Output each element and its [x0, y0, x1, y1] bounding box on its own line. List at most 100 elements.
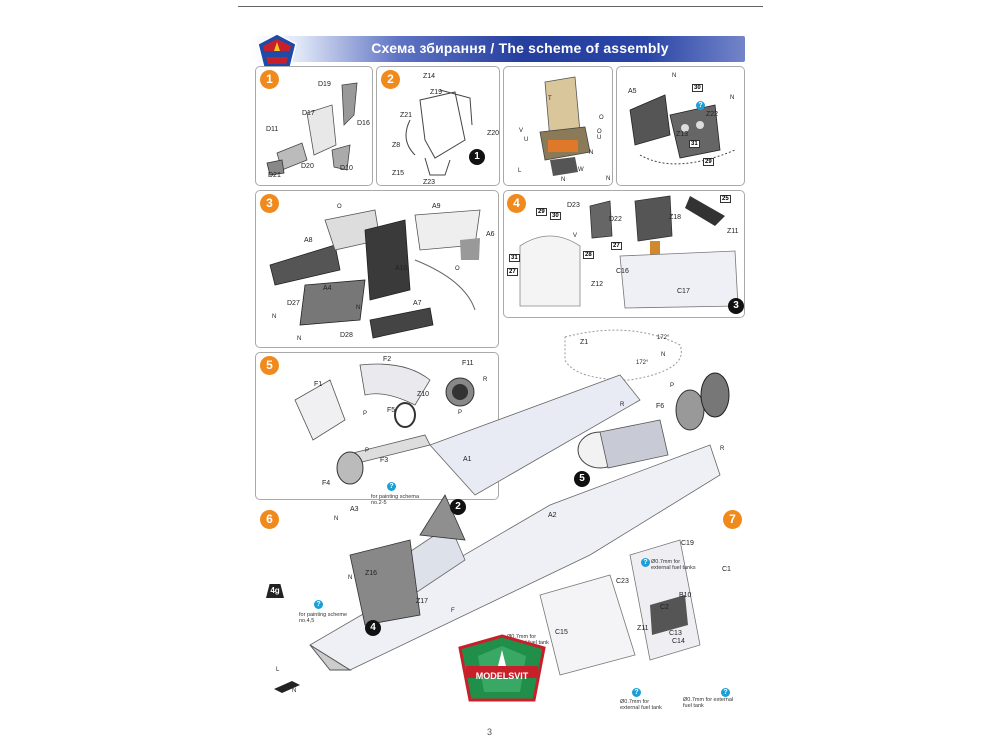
ejection-seat-color-drawing	[539, 76, 591, 176]
part-label-Z19: Z19	[430, 89, 443, 96]
part-label-W: W	[578, 167, 584, 173]
part-label-D20: D20	[301, 163, 314, 170]
part-label-A7: A7	[413, 300, 422, 307]
part-label-P: P	[363, 411, 368, 417]
step-1-seat-drawing	[266, 82, 358, 176]
step-4-ref-badge: 3	[728, 298, 744, 314]
part-label-N2: N	[561, 177, 566, 183]
part-box-30b: 30	[550, 212, 561, 220]
part-label-D21: D21	[268, 172, 281, 179]
part-label-N11: N	[348, 575, 353, 581]
part-box-27b: 27	[507, 268, 518, 276]
part-box-29b: 29	[536, 208, 547, 216]
part-label-C17: C17	[677, 288, 690, 295]
part-label-Z11: Z11	[727, 228, 739, 235]
part-label-L: L	[518, 168, 522, 174]
part-label-C2: C2	[660, 604, 669, 611]
angle-label-2: 172°	[636, 360, 649, 366]
part-label-F2b: F	[451, 608, 455, 614]
part-label-P2: P	[458, 410, 463, 416]
part-label-Z1: Z1	[580, 339, 589, 346]
part-label-Z10: Z10	[417, 391, 430, 398]
instrument-panel-drawing	[629, 94, 736, 165]
part-label-D27: D27	[287, 300, 300, 307]
part-label-V2: V	[573, 233, 578, 239]
part-label-Z23: Z23	[423, 179, 436, 186]
part-label-O: O	[599, 115, 604, 121]
part-label-L2: L	[276, 667, 280, 673]
part-label-Z22: Z22	[706, 111, 719, 118]
part-label-N9: N	[661, 352, 666, 358]
part-label-N7: N	[356, 305, 361, 311]
part-label-D16: D16	[357, 120, 370, 127]
info-icon-5: ?	[632, 688, 641, 697]
part-label-D28: D28	[340, 332, 353, 339]
part-label-B10: B10	[679, 592, 692, 599]
part-label-F2: F2	[383, 356, 392, 363]
part-label-D11: D11	[266, 126, 279, 133]
part-box-25: 25	[720, 195, 731, 203]
page-title: Схема збирання / The scheme of assembly	[371, 40, 669, 56]
part-box-28: 28	[583, 251, 594, 259]
part-label-P4: P	[670, 383, 675, 389]
part-box-30: 30	[692, 84, 703, 92]
part-label-C14: C14	[672, 638, 685, 645]
part-label-N: N	[589, 150, 594, 156]
part-label-F5: F5	[387, 407, 396, 414]
title-banner	[250, 36, 745, 62]
step-4-cockpit-drawing	[519, 195, 739, 309]
part-label-C15: C15	[555, 629, 568, 636]
part-label-N5: N	[272, 314, 277, 320]
step-6-ref-badge-4: 4	[365, 620, 381, 636]
fuselage-drawing	[309, 329, 730, 676]
part-label-Z11b: Z11	[637, 625, 649, 632]
part-label-U2: U	[597, 135, 602, 141]
part-label-A4: A4	[323, 285, 332, 292]
part-label-D23: D23	[567, 202, 580, 209]
modelsvit-logo-icon	[257, 33, 297, 69]
step-6-badge: 6	[260, 510, 279, 529]
part-label-A1: A1	[463, 456, 472, 463]
part-label-U: U	[524, 137, 529, 143]
part-label-F3: F3	[380, 457, 389, 464]
part-label-Z18: Z18	[669, 214, 682, 221]
part-label-N6: N	[297, 336, 302, 342]
fuel-tank-note-3: Ø0.7mm for external fuel tank	[620, 699, 662, 711]
part-label-Z16: Z16	[365, 570, 378, 577]
info-icon: ?	[696, 101, 705, 110]
part-label-Z8: Z8	[392, 142, 401, 149]
part-label-F4: F4	[322, 480, 331, 487]
step-2-badge: 2	[381, 70, 400, 89]
weight-4g-icon: 4g	[266, 584, 284, 598]
part-label-R2: R	[620, 402, 625, 408]
part-label-A6: A6	[486, 231, 495, 238]
part-label-N8: N	[606, 176, 611, 182]
part-label-N12: N	[292, 688, 297, 694]
part-label-A3: A3	[350, 506, 359, 513]
part-label-P3: P	[365, 448, 370, 454]
part-label-A8: A8	[304, 237, 313, 244]
angle-label-1: 172°	[657, 335, 670, 341]
step-2-ref-badge: 1	[469, 149, 485, 165]
step-7-badge: 7	[723, 510, 742, 529]
part-label-R: R	[483, 377, 488, 383]
part-label-Z15: Z15	[392, 170, 405, 177]
painting-note-4-5: for painting scheme no.4,5	[299, 612, 347, 624]
page-number: 3	[487, 727, 493, 737]
fuel-tank-note-4: Ø0.7mm for external fuel tank	[683, 697, 734, 709]
part-label-D17: D17	[302, 110, 315, 117]
part-label-F6: F6	[656, 403, 665, 410]
part-label-A10: A10	[395, 265, 408, 272]
info-icon-4: ?	[641, 558, 650, 567]
top-rule	[238, 6, 763, 7]
part-box-31: 31	[689, 140, 700, 148]
part-label-R3: R	[720, 446, 725, 452]
part-label-A5: A5	[628, 88, 637, 95]
part-label-C19: C19	[681, 540, 694, 547]
info-icon-3: ?	[314, 600, 323, 609]
part-label-Z13: Z13	[676, 131, 689, 138]
part-label-F11: F11	[462, 360, 474, 367]
part-label-N4: N	[730, 95, 735, 101]
part-label-D19: D19	[318, 81, 331, 88]
part-label-V: V	[519, 128, 524, 134]
